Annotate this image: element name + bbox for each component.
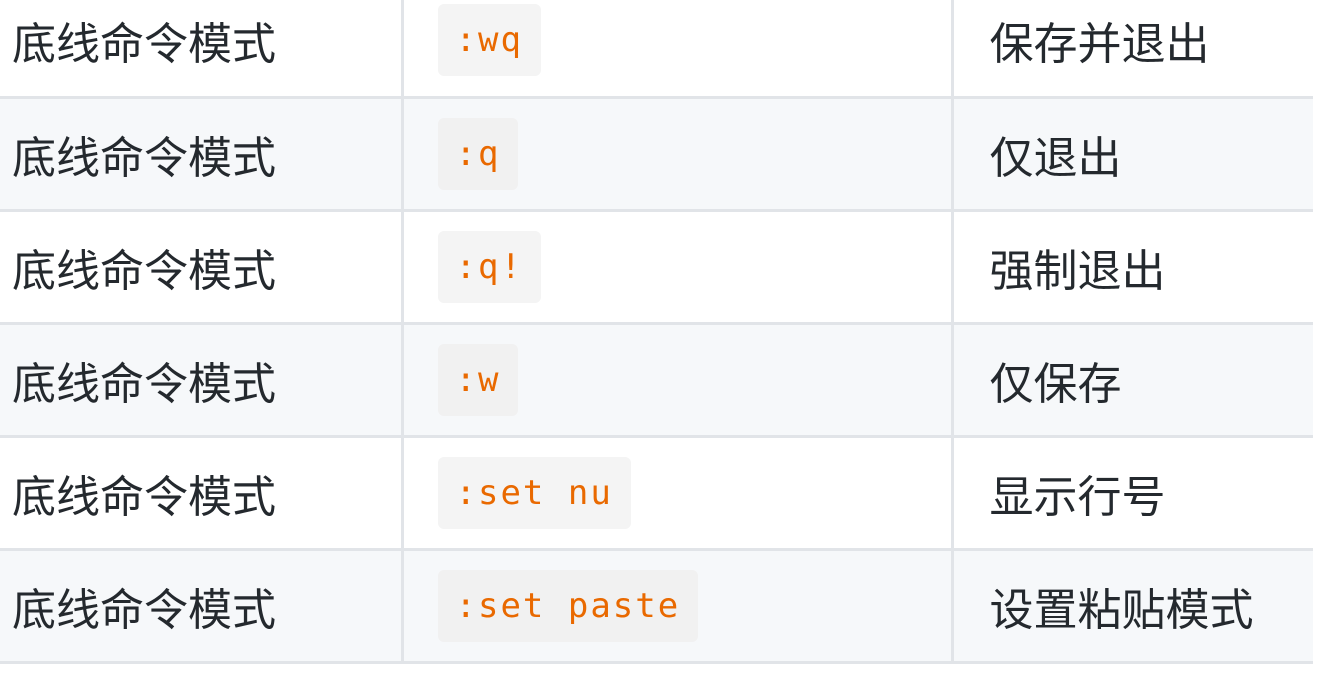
- mode-label: 底线命令模式: [12, 132, 276, 184]
- command-cell: :set paste: [400, 549, 952, 664]
- command-cell: :w: [400, 323, 952, 438]
- mode-cell: 底线命令模式: [0, 436, 402, 551]
- mode-cell: 底线命令模式: [0, 97, 402, 212]
- description-label: 仅保存: [989, 358, 1122, 410]
- table-row: 底线命令模式 :set paste 设置粘贴模式: [0, 549, 1322, 664]
- command-code: :wq: [437, 3, 541, 76]
- command-cell: :wq: [400, 0, 952, 99]
- command-code: :w: [437, 343, 519, 416]
- description-cell: 设置粘贴模式: [950, 549, 1322, 664]
- table-row: 底线命令模式 :q! 强制退出: [0, 210, 1322, 325]
- description-label: 强制退出: [989, 245, 1166, 297]
- description-label: 仅退出: [989, 132, 1122, 184]
- mode-label: 底线命令模式: [12, 471, 276, 523]
- command-code: :set paste: [437, 569, 699, 642]
- mode-cell: 底线命令模式: [0, 549, 402, 664]
- mode-label: 底线命令模式: [12, 245, 276, 297]
- command-cell: :q: [400, 97, 952, 212]
- vim-command-table: 底线命令模式 :wq 保存并退出 底线命令模式 :q 仅退出 底线命令模式 :q…: [0, 0, 1322, 664]
- description-cell: 显示行号: [950, 436, 1322, 551]
- command-cell: :q!: [400, 210, 952, 325]
- table-row: 底线命令模式 :w 仅保存: [0, 323, 1322, 438]
- description-label: 保存并退出: [989, 18, 1210, 70]
- command-cell: :set nu: [400, 436, 952, 551]
- command-code: :q: [437, 117, 519, 190]
- mode-label: 底线命令模式: [12, 358, 276, 410]
- mode-cell: 底线命令模式: [0, 0, 402, 99]
- command-code: :set nu: [437, 456, 631, 529]
- description-cell: 强制退出: [950, 210, 1322, 325]
- table-row: 底线命令模式 :wq 保存并退出: [0, 0, 1322, 99]
- description-cell: 仅保存: [950, 323, 1322, 438]
- table-row: 底线命令模式 :set nu 显示行号: [0, 436, 1322, 551]
- description-label: 显示行号: [989, 471, 1166, 523]
- command-code: :q!: [437, 230, 541, 303]
- mode-label: 底线命令模式: [12, 18, 276, 70]
- mode-cell: 底线命令模式: [0, 323, 402, 438]
- description-cell: 仅退出: [950, 97, 1322, 212]
- description-label: 设置粘贴模式: [989, 584, 1254, 636]
- table-row: 底线命令模式 :q 仅退出: [0, 97, 1322, 212]
- description-cell: 保存并退出: [950, 0, 1322, 99]
- mode-label: 底线命令模式: [12, 584, 276, 636]
- mode-cell: 底线命令模式: [0, 210, 402, 325]
